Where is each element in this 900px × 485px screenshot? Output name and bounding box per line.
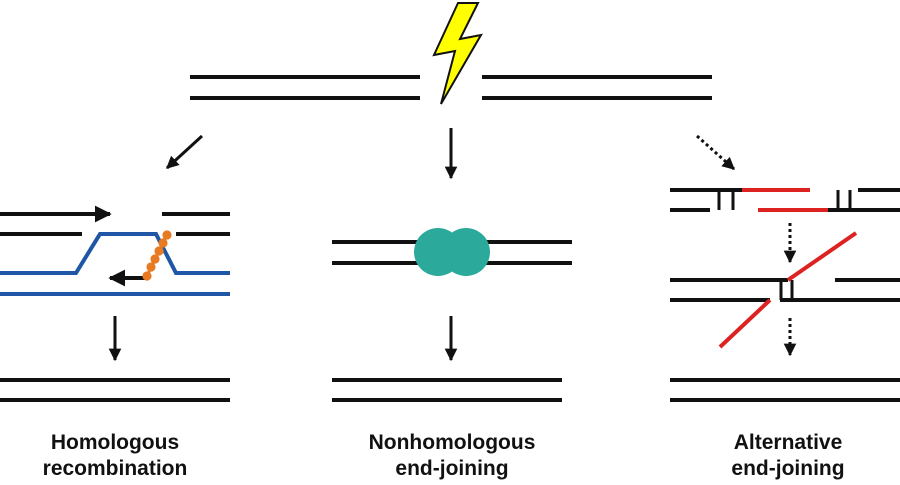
label-nhej-line1: Nonhomologous xyxy=(368,431,536,454)
lightning-bolt-icon xyxy=(432,1,483,105)
label-homologous-recombination: Homologous recombination xyxy=(10,430,220,482)
broken-dna-right xyxy=(482,75,712,100)
hr-protein-filament xyxy=(142,230,172,281)
alt-intermediate-2 xyxy=(670,231,900,349)
label-alternative-end-joining: Alternative end-joining xyxy=(688,430,888,482)
hr-repaired-dna xyxy=(0,378,230,402)
nhej-intermediate xyxy=(332,228,572,276)
hr-intermediate xyxy=(0,205,230,296)
label-alt-line1: Alternative xyxy=(733,431,843,454)
label-alt-line2: end-joining xyxy=(731,457,845,480)
ku-protein-right xyxy=(442,228,490,276)
broken-dna-left xyxy=(190,75,420,100)
label-nonhomologous-end-joining: Nonhomologous end-joining xyxy=(337,430,567,482)
label-hr-line2: recombination xyxy=(42,457,188,480)
label-nhej-line2: end-joining xyxy=(395,457,509,480)
alt-intermediate-1 xyxy=(670,188,900,212)
alt-repaired-dna xyxy=(670,378,900,402)
hr-template-strand-top xyxy=(0,232,230,275)
branch-arrow-hr xyxy=(165,134,204,170)
nhej-repaired-dna xyxy=(332,378,562,402)
label-hr-line1: Homologous xyxy=(50,431,180,454)
branch-arrow-alt xyxy=(696,134,735,171)
